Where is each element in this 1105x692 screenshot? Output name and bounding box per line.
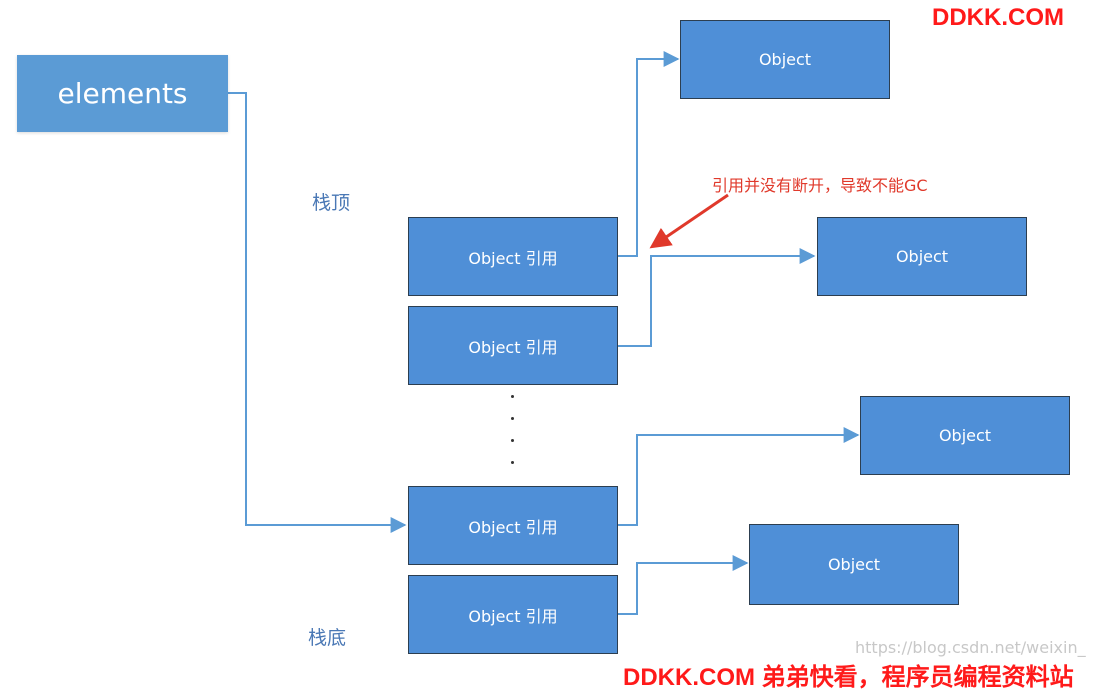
object-box-4: Object xyxy=(749,524,959,605)
ref4-to-object4-line xyxy=(618,555,749,615)
object-box-2-label: Object xyxy=(895,247,949,266)
stack-top-label: 栈顶 xyxy=(312,192,351,214)
url-watermark: https://blog.csdn.net/weixin_ xyxy=(855,638,1086,657)
object-box-4-label: Object xyxy=(827,555,881,574)
object-box-1-label: Object xyxy=(758,50,812,69)
annotation-arrow xyxy=(649,193,729,249)
ellipsis-dot xyxy=(511,461,514,464)
ref1-to-object1-line xyxy=(618,51,680,257)
object-box-1: Object xyxy=(680,20,890,99)
stack-ref-2: Object 引用 xyxy=(408,306,618,385)
ellipsis-dot xyxy=(511,395,514,398)
stack-ref-3: Object 引用 xyxy=(408,486,618,565)
object-box-3-label: Object xyxy=(938,426,992,445)
object-box-2: Object xyxy=(817,217,1027,296)
object-box-3: Object xyxy=(860,396,1070,475)
ref3-to-object3-line xyxy=(618,427,860,526)
ellipsis-dot xyxy=(511,417,514,420)
stack-ref-4: Object 引用 xyxy=(408,575,618,654)
stack-ref-1: Object 引用 xyxy=(408,217,618,296)
ref2-to-object2-line xyxy=(618,248,816,347)
stack-ref-4-label: Object 引用 xyxy=(468,606,558,626)
elements-box: elements xyxy=(17,55,228,132)
stack-bottom-label: 栈底 xyxy=(308,627,347,649)
elements-label: elements xyxy=(57,77,188,110)
stack-ref-2-label: Object 引用 xyxy=(468,337,558,357)
stack-ref-1-label: Object 引用 xyxy=(468,248,558,268)
stack-ref-3-label: Object 引用 xyxy=(468,517,558,537)
elements-to-ref-line xyxy=(228,92,407,533)
watermark-top: DDKK.COM xyxy=(932,4,1064,31)
ellipsis-dot xyxy=(511,439,514,442)
gc-annotation: 引用并没有断开，导致不能GC xyxy=(712,176,928,195)
